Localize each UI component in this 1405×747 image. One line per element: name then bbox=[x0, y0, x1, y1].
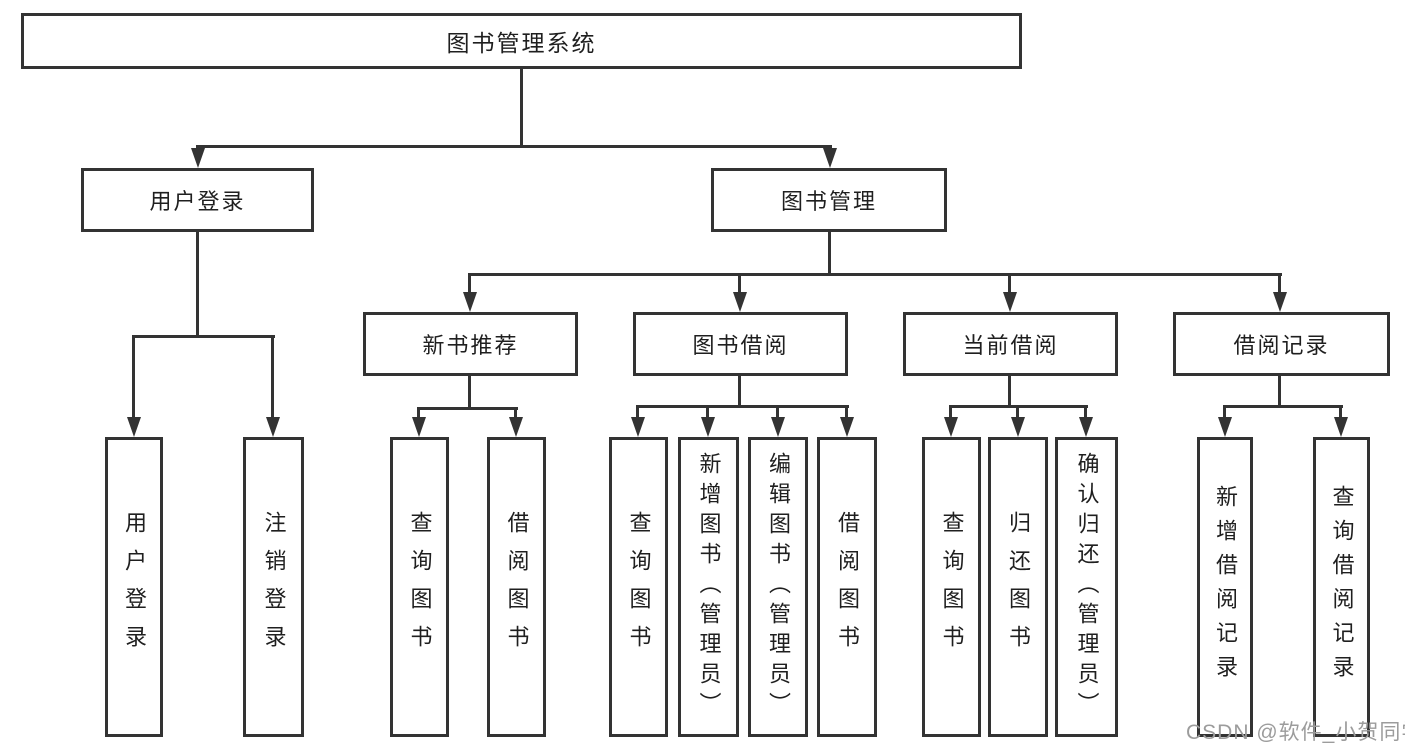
connector-arrow-line bbox=[636, 405, 639, 419]
arrowhead-down-icon bbox=[1003, 292, 1017, 312]
leaf-borrow-books: 借阅图书 bbox=[817, 437, 877, 737]
leaf-user-login: 用户登录 bbox=[105, 437, 163, 737]
arrowhead-down-icon bbox=[701, 417, 715, 437]
connector-arrow-line bbox=[1278, 273, 1281, 294]
connector-arrow-line bbox=[417, 407, 420, 419]
leaf-borrow-books-recommend: 借阅图书 bbox=[487, 437, 546, 737]
connector-arrow-line bbox=[271, 335, 274, 419]
connector-new-book-stem bbox=[468, 376, 471, 410]
arrowhead-down-icon bbox=[944, 417, 958, 437]
arrowhead-down-icon bbox=[733, 292, 747, 312]
leaf-confirm-return-admin: 确认归还（管理员） bbox=[1055, 437, 1118, 737]
arrowhead-down-icon bbox=[840, 417, 854, 437]
leaf-query-books-recommend: 查询图书 bbox=[390, 437, 449, 737]
connector-arrow-line bbox=[514, 407, 517, 419]
connector-arrow-line bbox=[738, 273, 741, 294]
leaf-query-borrow-record: 查询借阅记录 bbox=[1313, 437, 1370, 737]
connector-arrow-line bbox=[828, 145, 831, 150]
connector-arrow-line bbox=[1223, 405, 1226, 419]
leaf-return-book: 归还图书 bbox=[988, 437, 1048, 737]
connector-borrow-records-bracket bbox=[1223, 405, 1343, 408]
connector-level2-bracket bbox=[468, 273, 1282, 276]
connector-borrow-records-stem bbox=[1278, 376, 1281, 408]
arrowhead-down-icon bbox=[412, 417, 426, 437]
leaf-query-books-current: 查询图书 bbox=[922, 437, 981, 737]
connector-arrow-line bbox=[1008, 273, 1011, 294]
leaf-label: 查询图书 bbox=[939, 511, 965, 663]
leaf-label: 查询借阅记录 bbox=[1329, 485, 1355, 689]
leaf-label: 确认归还（管理员） bbox=[1074, 452, 1100, 722]
node-new-book-recommend: 新书推荐 bbox=[363, 312, 578, 376]
arrowhead-down-icon bbox=[127, 417, 141, 437]
arrowhead-down-icon bbox=[1273, 292, 1287, 312]
arrowhead-down-icon bbox=[266, 417, 280, 437]
connector-arrow-line bbox=[196, 145, 199, 150]
leaf-add-borrow-record: 新增借阅记录 bbox=[1197, 437, 1253, 737]
connector-arrow-line bbox=[1339, 405, 1342, 419]
node-user-login: 用户登录 bbox=[81, 168, 314, 232]
leaf-label: 注销登录 bbox=[261, 511, 287, 663]
csdn-watermark: CSDN @软件_小贺同学 bbox=[1186, 721, 1405, 744]
leaf-label: 新增图书（管理员） bbox=[696, 452, 722, 722]
connector-arrow-line bbox=[132, 335, 135, 419]
connector-arrow-line bbox=[468, 273, 471, 294]
connector-user-login-stem bbox=[196, 232, 199, 338]
node-book-management: 图书管理 bbox=[711, 168, 947, 232]
leaf-label: 查询图书 bbox=[626, 511, 652, 663]
connector-arrow-line bbox=[776, 405, 779, 419]
leaf-label: 查询图书 bbox=[407, 511, 433, 663]
connector-arrow-line bbox=[1016, 405, 1019, 419]
connector-current-borrow-stem bbox=[1008, 376, 1011, 408]
leaf-label: 借阅图书 bbox=[835, 511, 860, 663]
arrowhead-down-icon bbox=[631, 417, 645, 437]
leaf-edit-book-admin: 编辑图书（管理员） bbox=[748, 437, 808, 737]
connector-arrow-line bbox=[845, 405, 848, 419]
connector-book-mgmt-stem bbox=[828, 232, 831, 276]
node-current-borrow: 当前借阅 bbox=[903, 312, 1118, 376]
leaf-label: 归还图书 bbox=[1006, 511, 1031, 663]
node-borrow-records: 借阅记录 bbox=[1173, 312, 1390, 376]
node-book-borrow: 图书借阅 bbox=[633, 312, 848, 376]
connector-arrow-line bbox=[949, 405, 952, 419]
arrowhead-down-icon bbox=[823, 148, 837, 168]
leaf-query-books-borrow: 查询图书 bbox=[609, 437, 668, 737]
connector-root-stem bbox=[520, 69, 523, 148]
connector-new-book-bracket bbox=[417, 407, 518, 410]
node-root: 图书管理系统 bbox=[21, 13, 1022, 69]
arrowhead-down-icon bbox=[771, 417, 785, 437]
leaf-logout: 注销登录 bbox=[243, 437, 304, 737]
arrowhead-down-icon bbox=[1079, 417, 1093, 437]
arrowhead-down-icon bbox=[1334, 417, 1348, 437]
connector-book-borrow-bracket bbox=[636, 405, 849, 408]
leaf-label: 用户登录 bbox=[122, 511, 147, 663]
arrowhead-down-icon bbox=[509, 417, 523, 437]
connector-arrow-line bbox=[706, 405, 709, 419]
connector-level1-bracket bbox=[196, 145, 832, 148]
arrowhead-down-icon bbox=[191, 148, 205, 168]
arrowhead-down-icon bbox=[1218, 417, 1232, 437]
leaf-label: 编辑图书（管理员） bbox=[766, 452, 791, 722]
connector-user-login-bracket bbox=[132, 335, 275, 338]
leaf-label: 借阅图书 bbox=[504, 511, 530, 663]
leaf-add-book-admin: 新增图书（管理员） bbox=[678, 437, 739, 737]
arrowhead-down-icon bbox=[463, 292, 477, 312]
connector-arrow-line bbox=[1084, 405, 1087, 419]
leaf-label: 新增借阅记录 bbox=[1213, 485, 1238, 689]
connector-book-borrow-stem bbox=[738, 376, 741, 408]
arrowhead-down-icon bbox=[1011, 417, 1025, 437]
